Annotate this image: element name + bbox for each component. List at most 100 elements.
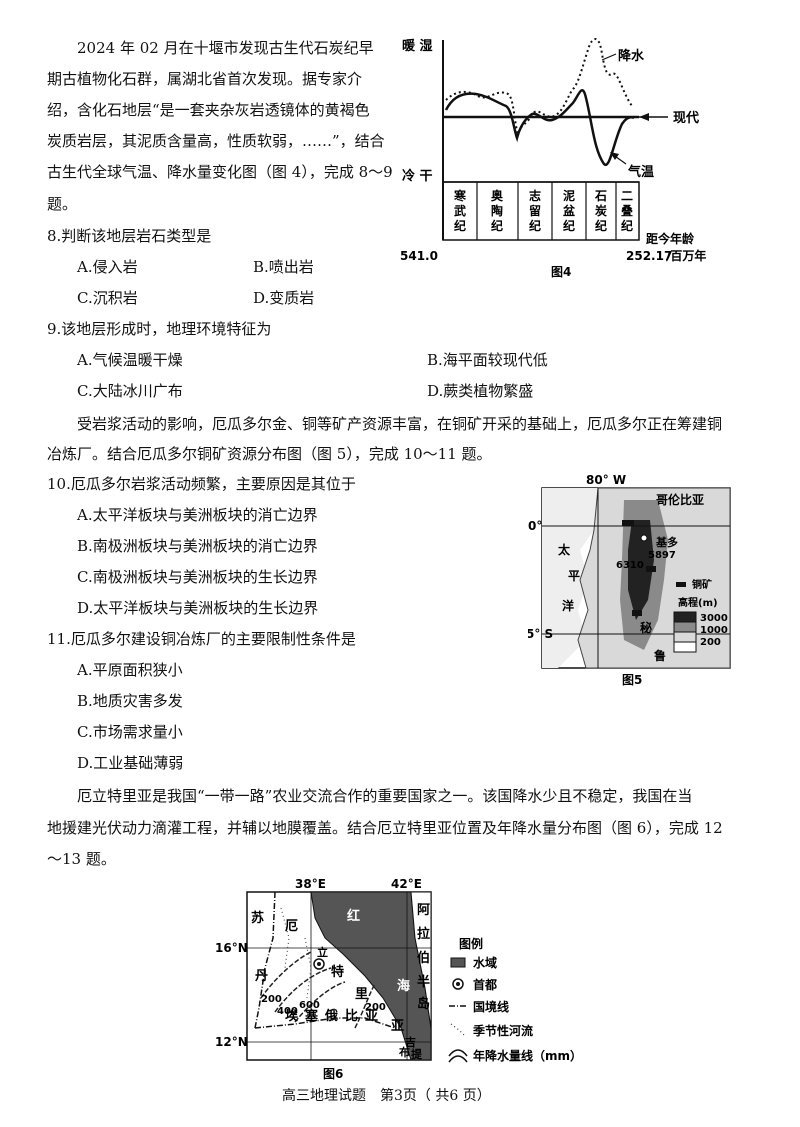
lon-80w: 80° W [586,473,626,487]
label-bu: 布 [399,1045,410,1059]
q8-option-a[interactable]: A.侵入岩 [77,258,138,276]
legend-water: 水域 [473,955,497,970]
period-permian-2: 叠 [621,203,633,218]
lat-5s: 5° S [528,627,553,641]
figure-4: 寒 武 纪 奥 陶 纪 志 留 纪 泥 盆 纪 石 炭 纪 二 叠 纪 暖 湿 … [396,30,726,280]
fig5-caption: 图5 [622,673,642,687]
isohyet-200-east: 200 [365,1002,386,1013]
legend-seasonal-river: 季节性河流 [472,1023,533,1038]
passage1-line-2: 期古植物化石群，属湖北省首次发现。据专家介 [47,70,363,88]
lon-38e: 38°E [295,878,326,891]
period-cambrian-1: 寒 [453,188,466,203]
label-temperature: 气温 [628,164,654,180]
q10-option-a[interactable]: A.太平洋板块与美洲板块的消亡边界 [77,506,318,524]
lat-16n: 16°N [215,941,248,955]
end-age: 252.17 [626,249,672,263]
peak-6310: 6310 [616,560,644,571]
isohyet-400: 400 [277,1006,298,1017]
isohyet-200-west: 200 [261,994,282,1005]
fig6-caption: 图6 [323,1067,343,1081]
passage2-line-2: 冶炼厂。结合厄瓜多尔铜矿资源分布图（图 5），完成 10～11 题。 [47,445,492,463]
legend-capital: 首都 [473,977,497,992]
legend-elev-title: 高程(m) [678,596,718,609]
label-ai: 埃 [285,1008,299,1024]
city-quito: 基多 [655,535,678,549]
label-dan: 丹 [255,969,268,984]
q11-option-d[interactable]: D.工业基础薄弱 [77,754,184,772]
ocean-char-1: 太 [558,542,571,557]
period-ordovician-2: 陶 [491,203,503,218]
axis-unit-2: /百万年 [666,248,706,263]
q9-option-a[interactable]: A.气候温暖干燥 [77,351,183,369]
q11-option-c[interactable]: C.市场需求量小 [77,723,183,741]
passage1-line-1: 2024 年 02 月在十堰市发现古生代石炭纪早 [77,39,374,57]
country-peru-2: 鲁 [653,648,666,663]
lat-0: 0° [528,519,542,533]
q10-option-d[interactable]: D.太平洋板块与美洲板块的生长边界 [77,599,319,617]
label-ban: 半 [417,974,430,990]
passage1-line-5: 古生代全球气温、降水量变化图（图 4），完成 8～9 [47,163,393,181]
q8-option-d[interactable]: D.变质岩 [253,289,315,307]
label-ti: 提 [411,1047,423,1061]
fig4-caption: 图4 [551,265,571,279]
figure-5: 80° W 0° 5° S 哥伦比亚 基多 6310 5897 太 平 洋 秘 … [526,470,738,690]
period-cambrian-2: 武 [454,203,466,218]
period-ordovician-1: 奥 [491,188,504,203]
passage1-line-6: 题。 [47,195,78,213]
q8-stem: 8.判断该地层岩石类型是 [47,227,212,245]
label-hai: 海 [397,978,410,994]
period-devonian-1: 泥 [563,189,575,203]
q11-option-b[interactable]: B.地质灾害多发 [77,692,183,710]
passage3-line-3: ～13 题。 [47,850,116,868]
label-la: 拉 [417,926,430,942]
label-su: 苏 [251,910,264,926]
label-li: 立 [317,945,328,959]
legend-elev-1000: 1000 [700,625,728,636]
label-e2: 俄 [324,1008,338,1024]
legend-isohyet: 年降水量线（mm） [473,1048,582,1063]
legend-elev-3000: 3000 [700,613,728,624]
period-permian-1: 二 [621,189,633,203]
q9-stem: 9.该地层形成时，地理环境特征为 [47,320,272,338]
isohyet-600: 600 [299,1000,320,1011]
label-e: 厄 [285,919,298,934]
period-carboniferous-1: 石 [594,189,607,203]
label-ya: 亚 [391,1019,404,1034]
passage1-line-4: 炭质岩层，其泥质含量高，性质软弱，……”，结合 [47,132,385,150]
axis-cold-dry: 冷 干 [402,168,433,184]
label-ji: 吉 [405,1035,416,1049]
period-ordovician-3: 纪 [491,218,503,233]
passage3-line-1: 厄立特里亚是我国“一带一路”农业交流合作的重要国家之一。该国降水少且不稳定，我国… [77,787,693,805]
q8-option-b[interactable]: B.喷出岩 [253,258,314,276]
precipitation-curve [445,38,633,138]
label-bi: 比 [345,1008,358,1024]
ocean-char-2: 平 [568,569,580,583]
start-age: 541.0 [400,249,438,263]
label-dao: 岛 [417,996,430,1012]
label-modern: 现代 [673,110,699,126]
label-te: 特 [331,964,344,980]
period-permian-3: 纪 [621,218,633,233]
country-peru-1: 秘 [640,620,652,635]
label-precipitation: 降水 [618,48,645,64]
passage3-line-2: 地援建光伏动力滴灌工程，并辅以地膜覆盖。结合厄立特里亚位置及年降水量分布图（图 … [47,819,723,837]
q9-option-b[interactable]: B.海平面较现代低 [427,351,548,369]
passage1-line-3: 绍，含化石地层“是一套夹杂灰岩透镜体的黄褐色 [47,101,370,119]
period-silurian-2: 留 [529,203,541,218]
q10-option-c[interactable]: C.南极洲板块与美洲板块的生长边界 [77,568,318,586]
q10-option-b[interactable]: B.南极洲板块与美洲板块的消亡边界 [77,537,318,555]
page-footer: 高三地理试题 第3页（ 共6 页） [282,1088,491,1104]
q11-option-a[interactable]: A.平原面积狭小 [77,661,183,679]
ocean-char-3: 洋 [562,598,574,613]
q9-option-c[interactable]: C.大陆冰川广布 [77,382,183,400]
label-li2: 里 [355,987,368,1002]
q8-option-c[interactable]: C.沉积岩 [77,289,138,307]
legend-title: 图例 [459,936,483,951]
label-bo: 伯 [417,950,430,966]
period-silurian-1: 志 [529,188,541,203]
peak-5897: 5897 [648,550,676,561]
legend-border: 国境线 [473,999,509,1014]
q9-option-d[interactable]: D.蕨类植物繁盛 [427,382,534,400]
lon-42e: 42°E [391,878,422,891]
label-hong: 红 [347,908,360,924]
